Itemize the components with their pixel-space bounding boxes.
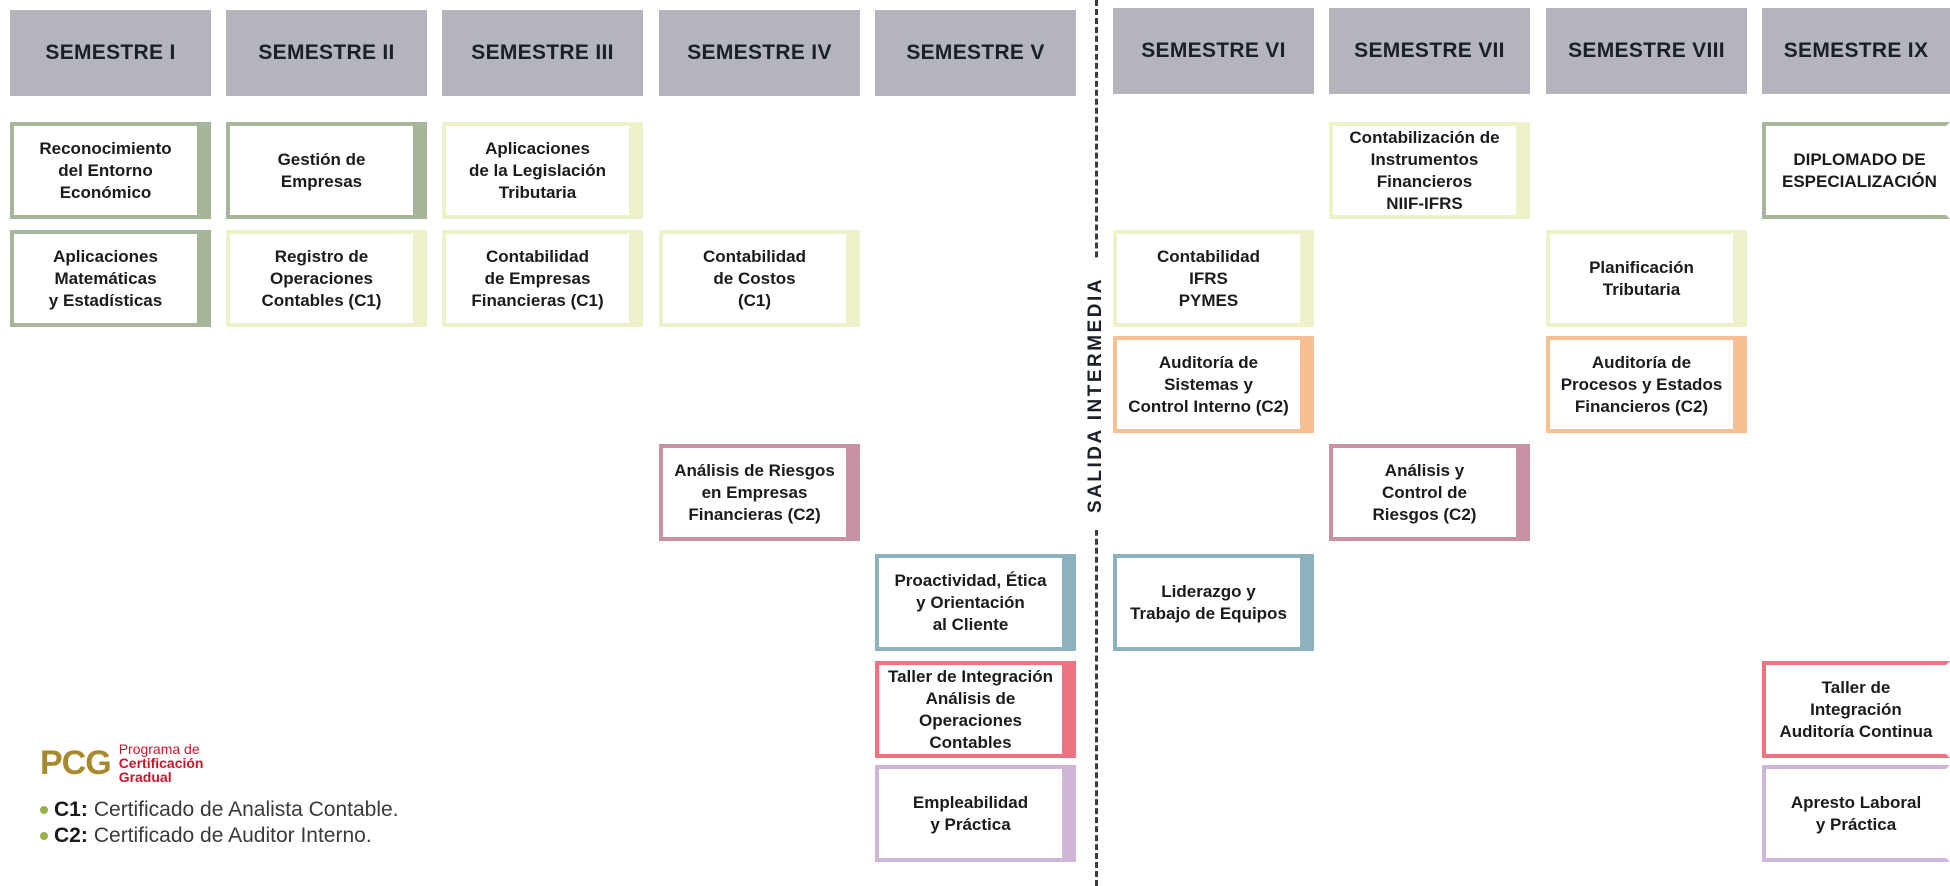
legend-code: C1: xyxy=(54,798,88,821)
course-box: Gestión de Empresas xyxy=(226,122,427,219)
pcg-logo-line-1: Programa de xyxy=(118,741,200,757)
legend-text: Certificado de Analista Contable. xyxy=(93,798,399,821)
legend-item-c2: C2: Certificado de Auditor Interno. xyxy=(40,824,372,848)
course-box: Proactividad, Ética y Orientación al Cli… xyxy=(875,554,1076,651)
course-box: Aplicaciones Matemáticas y Estadísticas xyxy=(10,230,211,327)
bullet-icon xyxy=(40,832,48,840)
course-box: Análisis de Riesgos en Empresas Financie… xyxy=(659,444,860,541)
intermediate-exit-label: SALIDA INTERMEDIA xyxy=(1071,260,1121,530)
semester-header-9: SEMESTRE IX xyxy=(1762,8,1950,94)
course-box: Taller de Integración Análisis de Operac… xyxy=(875,661,1076,758)
course-box: Contabilidad IFRS PYMES xyxy=(1113,230,1314,327)
pcg-logo: PCG Programa de Certificación Gradual xyxy=(40,742,204,784)
course-box: Reconocimiento del Entorno Económico xyxy=(10,122,211,219)
pcg-logo-line-2: Certificación xyxy=(118,755,204,771)
course-box: Liderazgo y Trabajo de Equipos xyxy=(1113,554,1314,651)
semester-header-5: SEMESTRE V xyxy=(875,10,1076,96)
pcg-logo-mark: PCG xyxy=(40,744,112,782)
semester-header-4: SEMESTRE IV xyxy=(659,10,860,96)
course-box: Planificación Tributaria xyxy=(1546,230,1747,327)
legend-item-c1: C1: Certificado de Analista Contable. xyxy=(40,798,399,822)
pcg-logo-line-3: Gradual xyxy=(118,769,172,785)
course-box: Contabilidad de Empresas Financieras (C1… xyxy=(442,230,643,327)
semester-header-1: SEMESTRE I xyxy=(10,10,211,96)
course-box: Contabilización de Instrumentos Financie… xyxy=(1329,122,1530,219)
intermediate-exit-text: SALIDA INTERMEDIA xyxy=(1085,276,1106,514)
course-box: Aplicaciones de la Legislación Tributari… xyxy=(442,122,643,219)
course-box: Análisis y Control de Riesgos (C2) xyxy=(1329,444,1530,541)
course-box: Registro de Operaciones Contables (C1) xyxy=(226,230,427,327)
pcg-logo-text: Programa de Certificación Gradual xyxy=(119,742,204,784)
semester-header-3: SEMESTRE III xyxy=(442,10,643,96)
course-box: Contabilidad de Costos (C1) xyxy=(659,230,860,327)
bullet-icon xyxy=(40,806,48,814)
course-box: Auditoría de Procesos y Estados Financie… xyxy=(1546,336,1747,433)
semester-header-6: SEMESTRE VI xyxy=(1113,8,1314,94)
course-box: DIPLOMADO DE ESPECIALIZACIÓN xyxy=(1762,122,1950,219)
course-box: Empleabilidad y Práctica xyxy=(875,765,1076,862)
course-box: Auditoría de Sistemas y Control Interno … xyxy=(1113,336,1314,433)
course-box: Apresto Laboral y Práctica xyxy=(1762,765,1950,862)
semester-header-2: SEMESTRE II xyxy=(226,10,427,96)
legend-text: Certificado de Auditor Interno. xyxy=(93,824,372,847)
legend-code: C2: xyxy=(54,824,88,847)
course-box: Taller de Integración Auditoría Continua xyxy=(1762,661,1950,758)
semester-header-8: SEMESTRE VIII xyxy=(1546,8,1747,94)
semester-header-7: SEMESTRE VII xyxy=(1329,8,1530,94)
